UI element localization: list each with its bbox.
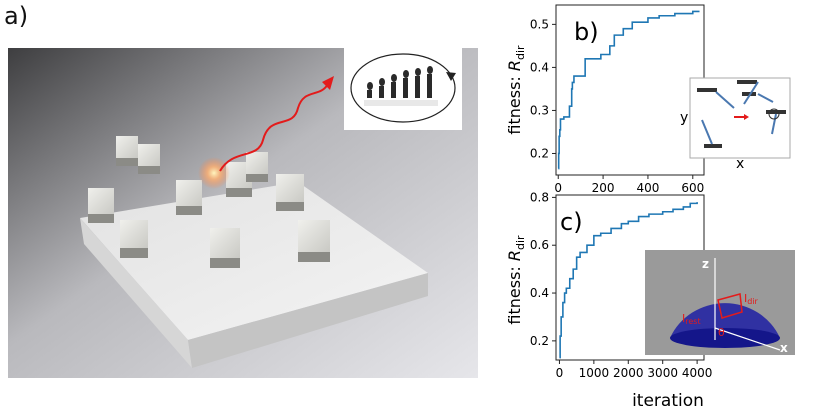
y-tick-label-b: 0.4 [530,60,549,74]
y-axis-label-subscript-c: dir [514,235,527,250]
y-tick-label-b: 0.2 [530,146,549,160]
laser-path [219,83,329,172]
inset-c-idir-subscript: dir [747,297,758,306]
inset-c-theta-label: θ [718,326,725,339]
inset-c-irest-subscript: rest [685,317,700,326]
inset-b-x-label: x [736,156,744,172]
x-tick-label-c: 1000 [579,366,610,380]
y-tick-label-c: 0.2 [530,334,549,348]
inset-c-z-label: z [702,257,709,271]
x-tick-label-c: 3000 [647,366,678,380]
magnet-cubes [88,136,330,268]
inset-c-idir-symbol: I [744,292,747,305]
panel-a-label: a) [4,2,29,30]
y-axis-label-symbol-b: R [505,60,524,71]
series-line-b [557,10,700,170]
panel-c-label: c) [560,208,583,236]
inset-c-x-label: x [780,341,788,355]
y-axis-label-b: fitness: Rdir [505,45,527,135]
inset-c: z x Irest Idir θ [645,250,795,355]
y-tick-label-c: 0.4 [530,286,549,300]
y-axis-label-prefix-b: fitness: [505,71,524,134]
inset-c-irest-symbol: I [682,312,685,325]
y-axis-label-prefix-c: fitness: [505,261,524,324]
evolution-cycle-icon [344,48,462,130]
inset-b-y-label: y [680,110,688,126]
x-tick-label-b: 0 [554,181,562,195]
y-axis-label-symbol-c: R [505,250,524,261]
panel-b-label: b) [574,18,599,46]
inset-c-irest-label: Irest [682,312,701,326]
inset-b: x y [680,77,791,172]
y-axis-label-subscript-b: dir [514,45,527,60]
series-line-c [559,202,698,359]
x-tick-label-b: 200 [592,181,615,195]
inset-c-idir-label: Idir [744,292,759,306]
x-tick-label-b: 600 [681,181,704,195]
y-tick-label-b: 0.5 [530,17,549,31]
x-tick-label-c: 0 [556,366,564,380]
x-tick-label-c: 4000 [682,366,713,380]
laser-spot [198,157,230,189]
y-tick-label-c: 0.6 [530,238,549,252]
y-axis-label-c: fitness: Rdir [505,235,527,325]
y-tick-label-b: 0.3 [530,103,549,117]
x-tick-label-b: 400 [636,181,659,195]
y-tick-label-c: 0.8 [530,190,549,204]
x-axis-label-c: iteration [632,391,704,411]
x-tick-label-c: 2000 [613,366,644,380]
